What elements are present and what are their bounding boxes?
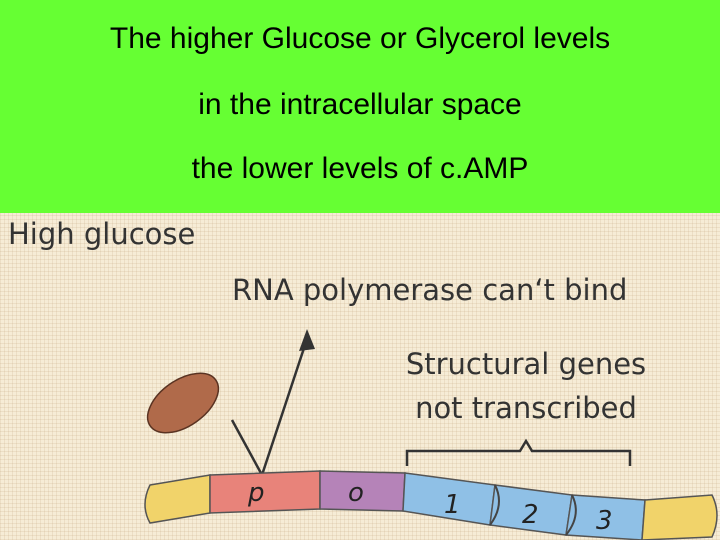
binding-arrow xyxy=(230,338,309,476)
polymerase-note: RNA polymerase can‘t bind xyxy=(232,273,628,307)
gene-3-segment xyxy=(565,494,646,540)
gene-separator-2 xyxy=(565,494,577,536)
title-line-1: The higher Glucose or Glycerol levels xyxy=(109,22,611,55)
gene-separator-1 xyxy=(489,484,500,526)
arrow-head xyxy=(299,329,315,351)
operator-label: o xyxy=(348,478,364,508)
figure-title: High glucose xyxy=(8,217,196,251)
title-line-2: in the intracellular space xyxy=(198,88,522,121)
dna-left-end xyxy=(144,474,211,524)
promoter-label: p xyxy=(247,478,265,508)
genes-note-line-1: Structural genes xyxy=(405,347,647,381)
dna-diagram-svg: p o 1 2 3 xyxy=(144,329,718,540)
genes-note-line-2: not transcribed xyxy=(415,391,637,425)
gene-2-label: 2 xyxy=(522,500,539,530)
lac-operon-diagram: High glucose RNA polymerase can‘t bind S… xyxy=(0,213,720,540)
gene-3-label: 3 xyxy=(596,506,613,536)
gene-1-label: 1 xyxy=(444,490,461,520)
title-banner: The higher Glucose or Glycerol levels in… xyxy=(0,0,720,213)
promoter-segment xyxy=(209,470,321,514)
title-line-3: the lower levels of c.AMP xyxy=(191,152,529,185)
dna-right-end xyxy=(641,494,718,540)
protein-blob xyxy=(146,372,220,434)
genes-brace xyxy=(405,438,632,466)
